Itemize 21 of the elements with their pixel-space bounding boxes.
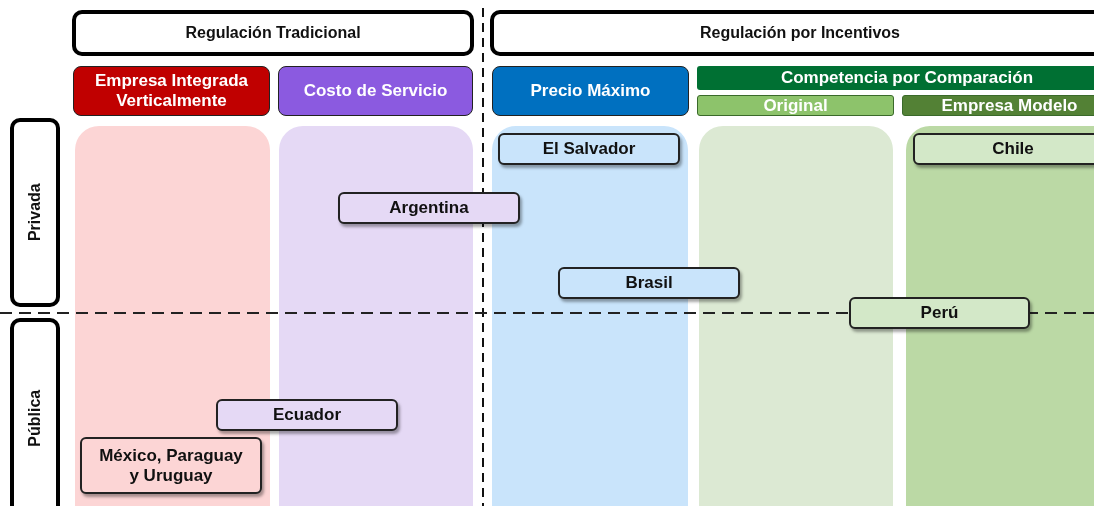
category-header: Precio Máximo	[492, 66, 689, 116]
country-box: Perú	[849, 297, 1030, 329]
column-band	[906, 126, 1094, 506]
country-box: Argentina	[338, 192, 520, 224]
category-header: Competencia por Comparación	[697, 66, 1094, 90]
row-header: Privada	[10, 118, 60, 307]
country-box: El Salvador	[498, 133, 680, 165]
column-header: Regulación por Incentivos	[490, 10, 1094, 56]
subcategory-header: Original	[697, 95, 894, 116]
column-band	[699, 126, 893, 506]
category-header: Empresa Integrada Verticalmente	[73, 66, 270, 116]
country-box: Ecuador	[216, 399, 398, 431]
country-box: Chile	[913, 133, 1094, 165]
row-header: Pública	[10, 318, 60, 506]
subcategory-header: Empresa Modelo	[902, 95, 1094, 116]
country-box: México, Paraguay y Uruguay	[80, 437, 262, 494]
country-box: Brasil	[558, 267, 740, 299]
column-header: Regulación Tradicional	[72, 10, 474, 56]
column-band	[75, 126, 270, 506]
column-band	[492, 126, 688, 506]
category-header: Costo de Servicio	[278, 66, 473, 116]
